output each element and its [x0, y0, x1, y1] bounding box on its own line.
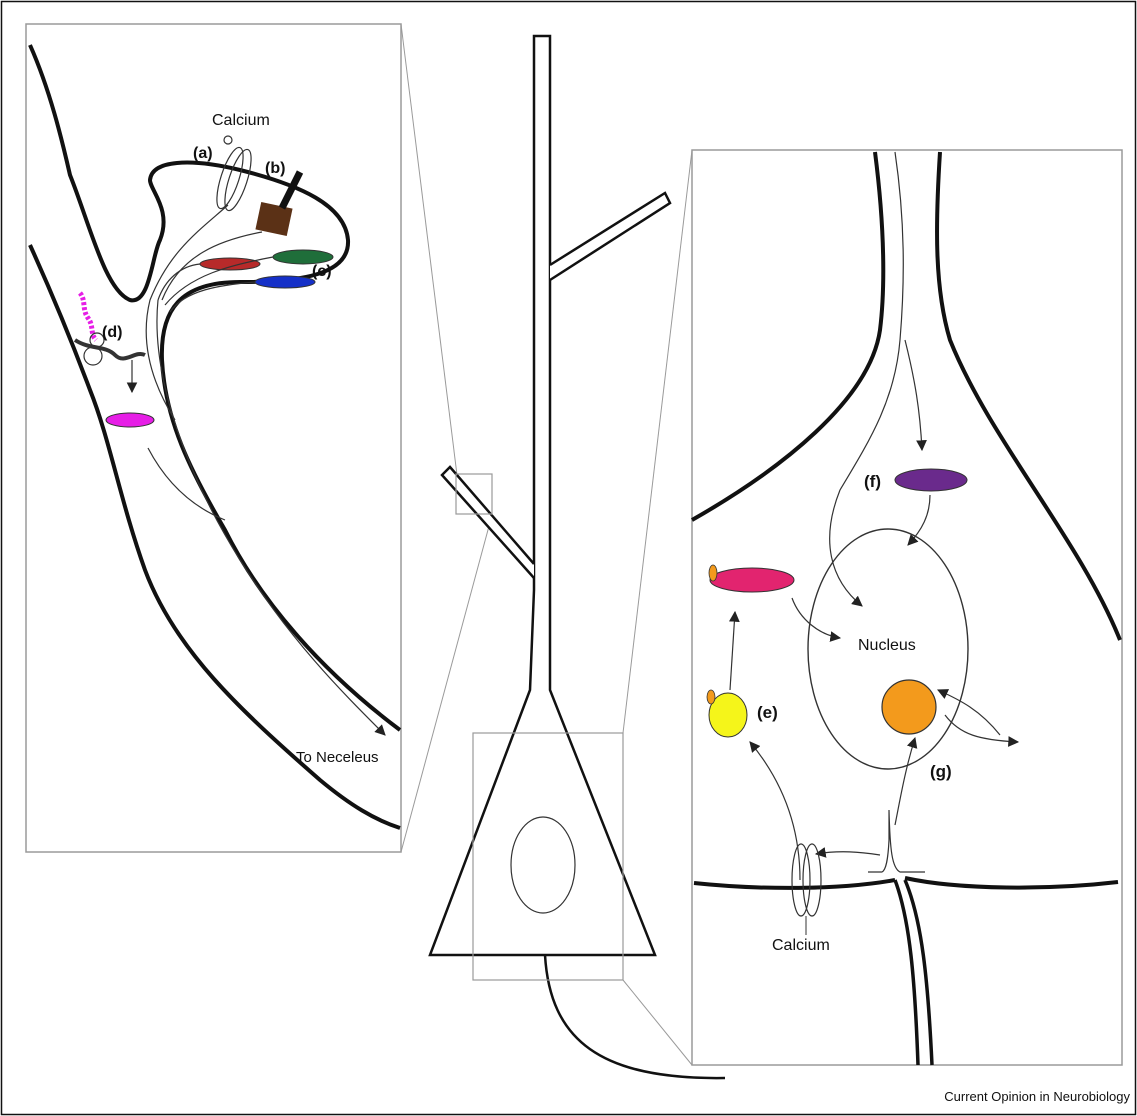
label-calcium-soma: Calcium: [772, 937, 830, 954]
zoom-line-left-bottom: [401, 515, 492, 852]
pink-oval: [710, 568, 794, 592]
credit-line: Current Opinion in Neurobiology: [944, 1089, 1130, 1104]
neuron: [430, 36, 725, 1078]
zoom-line-left-top: [401, 24, 457, 475]
spine-panel-frame: [26, 24, 401, 852]
purple-oval: [895, 469, 967, 491]
label-nucleus: Nucleus: [858, 637, 916, 654]
label-d: (d): [102, 324, 122, 341]
green-oval: [273, 250, 333, 264]
zoom-line-right-top: [623, 150, 692, 733]
soma-panel: (f) Nucleus (e) (g) Calcium: [692, 150, 1122, 1065]
label-to-nucleus: To Neceleus: [296, 749, 379, 766]
label-c: (c): [312, 263, 332, 280]
red-oval: [200, 258, 260, 270]
label-a: (a): [193, 145, 213, 162]
label-f: (f): [864, 472, 881, 491]
label-g: (g): [930, 762, 952, 781]
label-b: (b): [265, 160, 285, 177]
right-branch: [550, 193, 670, 280]
orange-circle: [882, 680, 936, 734]
pink-oval-tag: [709, 565, 717, 581]
label-e: (e): [757, 703, 778, 722]
blue-oval: [255, 276, 315, 288]
spine-panel: Calcium (a) (b) (c) (d) To Neceleus: [26, 24, 401, 852]
yellow-circle-tag: [707, 690, 715, 704]
label-calcium-spine: Calcium: [212, 112, 270, 129]
magenta-oval: [106, 413, 154, 427]
zoom-line-right-bottom: [623, 980, 692, 1065]
